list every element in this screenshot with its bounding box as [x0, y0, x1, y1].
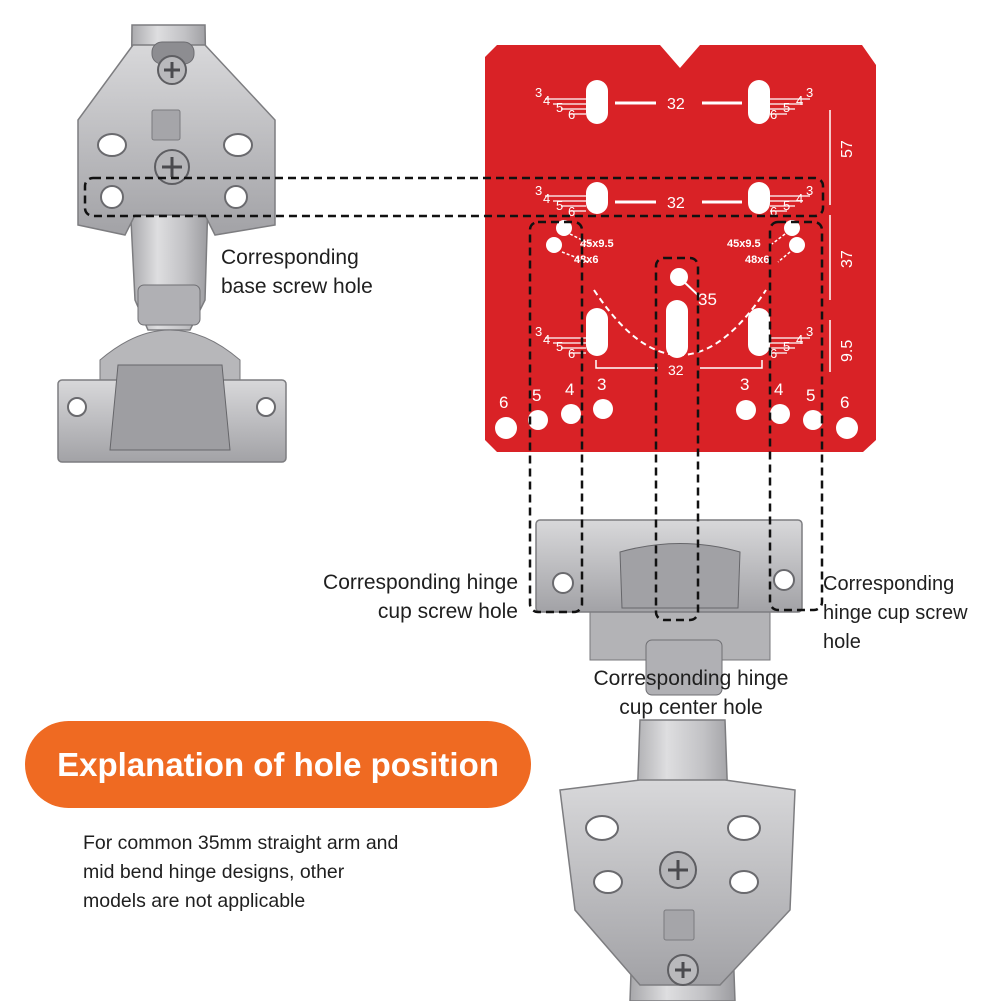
section-title-badge: Explanation of hole position [25, 721, 531, 808]
cup-spacing-label: 32 [668, 362, 684, 378]
label-cup-center-hole: Corresponding hinge cup center hole [593, 667, 789, 719]
scale-6: 6 [770, 107, 777, 122]
cup-screw-callout-left [528, 220, 584, 614]
scale-4: 4 [543, 332, 550, 347]
drilling-jig: 32 32 32 35 45x9.5 48x6 45x9.5 48x6 57 3… [485, 45, 876, 452]
label-cup-screw-hole-left: Corresponding hinge cup screw hole [323, 571, 518, 623]
scale-4: 4 [543, 191, 550, 206]
scale-6: 6 [770, 346, 777, 361]
scale-5: 5 [783, 100, 790, 115]
bore-size-label: 35 [698, 290, 717, 309]
row-spacing-top: 32 [667, 96, 685, 113]
hinge-size-b-right: 48x6 [745, 254, 769, 266]
scale-4: 4 [796, 332, 803, 347]
dim-9-5: 9.5 [839, 340, 856, 362]
edge-number-5: 5 [532, 386, 541, 405]
jig-guide-lines [615, 101, 742, 204]
dim-57: 57 [839, 140, 856, 158]
label-base-screw-hole: Corresponding base screw hole [221, 246, 373, 298]
scale-5: 5 [783, 339, 790, 354]
edge-number-4: 4 [774, 380, 783, 399]
scale-5: 5 [556, 198, 563, 213]
edge-number-6: 6 [840, 393, 849, 412]
scale-6: 6 [568, 107, 575, 122]
scale-6: 6 [568, 204, 575, 219]
scale-4: 4 [796, 191, 803, 206]
jig-plate [485, 45, 876, 452]
edge-number-4: 4 [565, 380, 574, 399]
scale-3: 3 [806, 85, 813, 100]
scale-6: 6 [770, 204, 777, 219]
scale-3: 3 [806, 324, 813, 339]
dim-37: 37 [839, 250, 856, 268]
scale-3: 3 [535, 324, 542, 339]
scale-5: 5 [556, 339, 563, 354]
cup-center-callout [654, 256, 700, 622]
scale-3: 3 [806, 183, 813, 198]
hinge-bottom-right [535, 519, 803, 1002]
applicability-note: For common 35mm straight arm and mid ben… [83, 832, 399, 912]
cup-screw-callout-right [768, 220, 824, 612]
edge-number-3: 3 [740, 375, 749, 394]
scale-6: 6 [568, 346, 575, 361]
jig-slots [586, 80, 770, 358]
scale-5: 5 [556, 100, 563, 115]
hinge-size-b-left: 48x6 [574, 254, 598, 266]
hinge-size-a-right: 45x9.5 [727, 238, 761, 250]
jig-scales [545, 98, 810, 354]
edge-number-6: 6 [499, 393, 508, 412]
hinge-size-a-left: 45x9.5 [580, 238, 614, 250]
scale-3: 3 [535, 85, 542, 100]
hinge-top-left [57, 24, 287, 463]
scale-3: 3 [535, 183, 542, 198]
dashed-callouts [83, 176, 825, 622]
edge-number-5: 5 [806, 386, 815, 405]
scale-4: 4 [543, 93, 550, 108]
label-cup-screw-hole-right: Corresponding hinge cup screw hole [823, 573, 968, 653]
scale-4: 4 [796, 93, 803, 108]
edge-number-3: 3 [597, 375, 606, 394]
row-spacing-mid: 32 [667, 195, 685, 212]
jig-edge-holes [495, 399, 858, 439]
scale-5: 5 [783, 198, 790, 213]
base-screw-callout [83, 176, 825, 218]
